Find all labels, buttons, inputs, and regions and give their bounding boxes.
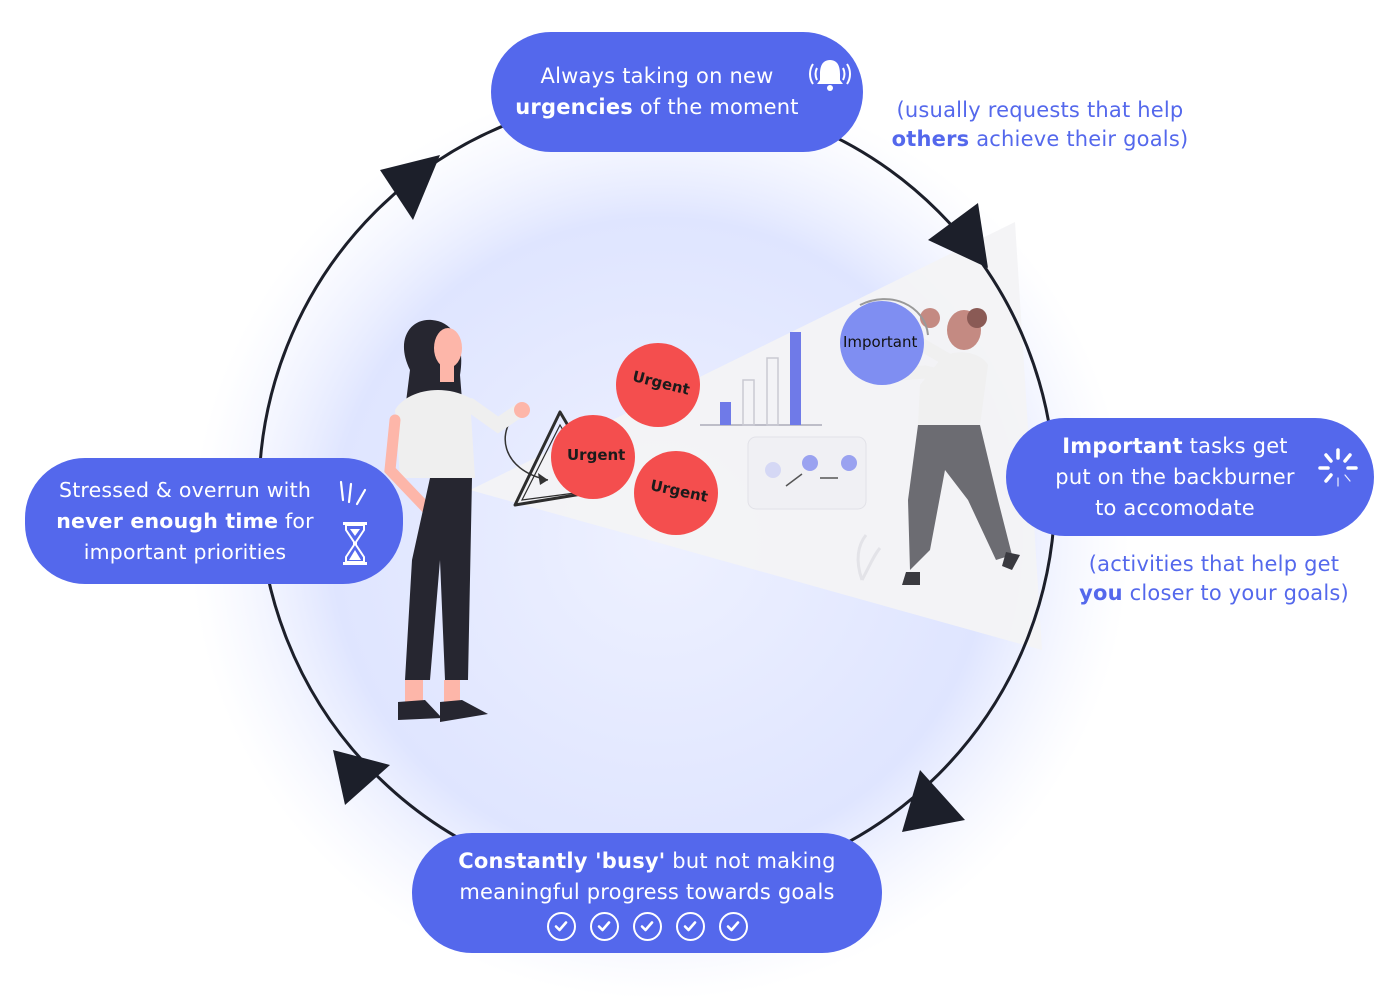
checkmark-row	[546, 911, 748, 941]
important-ball-motion	[859, 298, 929, 336]
backburner-line-2: put on the backburner	[1055, 464, 1295, 489]
backburner-box: Important tasks get put on the backburne…	[1006, 418, 1374, 536]
others-note-bold: others	[891, 127, 970, 151]
stressed-line-3: important priorities	[83, 539, 287, 564]
stressed-box: Stressed & overrun with never enough tim…	[25, 458, 403, 584]
goals-note-bold: you	[1079, 581, 1123, 605]
goals-note-line-2-rest: closer to your goals)	[1122, 581, 1349, 605]
important-ball	[840, 301, 924, 385]
important-label: Important	[843, 333, 918, 351]
others-note: (usually requests that help others achie…	[880, 96, 1200, 154]
loading-spinner-icon	[1318, 448, 1358, 487]
cycle-arrow-bottom-right	[902, 770, 965, 832]
cycle-arrow-top-right	[928, 203, 988, 268]
plant-decoration	[856, 534, 882, 581]
stressed-line-1: Stressed & overrun with	[58, 477, 312, 502]
busy-box: Constantly 'busy' but not making meaning…	[412, 833, 882, 953]
others-note-line-2-rest: achieve their goals)	[969, 127, 1189, 151]
cycle-arrow-bottom-left	[333, 750, 390, 805]
urgent-ball-1	[616, 343, 700, 427]
stressed-line-2-bold: never enough time	[56, 508, 279, 533]
urgent-ball-3	[634, 451, 718, 535]
others-note-line-1: (usually requests that help	[896, 98, 1184, 122]
ringing-bell-icon	[809, 60, 851, 91]
stressed-line-2-rest: for	[278, 508, 314, 533]
backburner-line-3: to accomodate	[1095, 495, 1255, 520]
stressed-woman-figure	[384, 319, 530, 722]
urgencies-box: Always taking on new urgencies of the mo…	[491, 32, 863, 152]
urgent-label-2: Urgent	[567, 446, 626, 464]
urgencies-line-2-bold: urgencies	[515, 95, 633, 119]
cycle-arrow-top-left	[380, 155, 440, 220]
checkmark-circle-icon	[632, 911, 662, 941]
workflow-card	[747, 436, 867, 510]
backburner-line-1-bold: Important	[1062, 433, 1183, 458]
urgent-ball-2	[551, 415, 635, 499]
checkmark-circle-icon	[718, 911, 748, 941]
bar-chart-icon	[700, 332, 822, 426]
backburner-line-1-rest: tasks get	[1182, 433, 1288, 458]
checkmark-circle-icon	[589, 911, 619, 941]
checkmark-circle-icon	[675, 911, 705, 941]
busy-line-2: meaningful progress towards goals	[459, 879, 835, 904]
checkmark-circle-icon	[546, 911, 576, 941]
busy-line-1-bold: Constantly 'busy'	[458, 848, 666, 873]
hourglass-icon	[339, 480, 367, 565]
busy-line-1-rest: but not making	[665, 848, 836, 873]
goals-note-line-1: (activities that help get	[1088, 552, 1340, 576]
urgencies-line-2-rest: of the moment	[632, 95, 799, 119]
goals-note: (activities that help get you closer to …	[1064, 550, 1364, 608]
urgencies-line-1: Always taking on new	[540, 64, 774, 88]
